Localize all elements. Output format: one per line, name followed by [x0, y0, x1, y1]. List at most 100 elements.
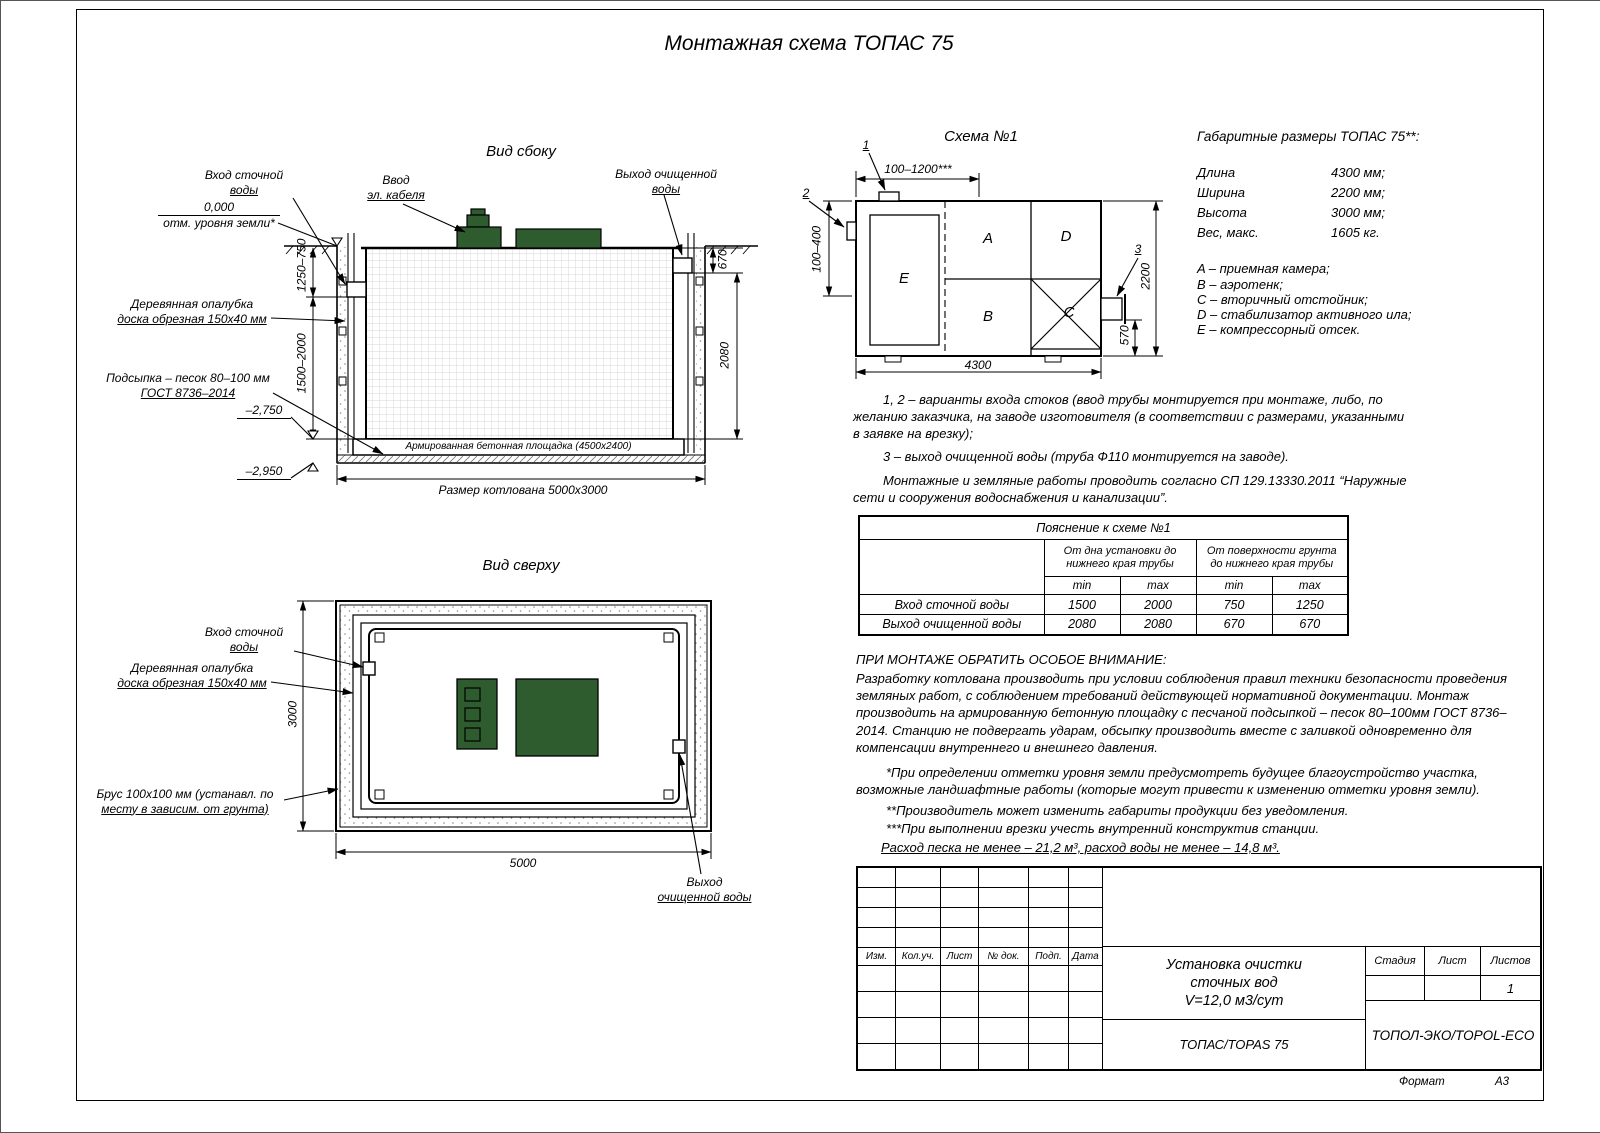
- stage-label: Стадия: [1366, 947, 1425, 975]
- top-view-leaders: [270, 650, 702, 875]
- callout-3: 3: [1134, 242, 1142, 256]
- format-value: А3: [1495, 1076, 1510, 1088]
- dim-100-400: 100–400: [809, 225, 824, 273]
- inlet-pipe: [346, 281, 367, 298]
- side-view-leaders: [270, 194, 683, 455]
- cell: 2080: [1043, 614, 1121, 635]
- cell: 1500: [1043, 594, 1121, 615]
- overall-row-weight: Вес, макс. 1605 кг.: [1197, 225, 1527, 241]
- width-value: 2200 мм;: [1331, 185, 1385, 200]
- attention-block: ПРИ МОНТАЖЕ ОБРАТИТЬ ОСОБОЕ ВНИМАНИЕ: Ра…: [856, 651, 1534, 839]
- cell: 670: [1271, 614, 1349, 635]
- inlet-marker-top: [362, 661, 376, 676]
- title-block: Изм. Кол.уч. Лист № док. Подп. Дата Уста…: [856, 866, 1542, 1071]
- weight-label: Вес, макс.: [1197, 225, 1259, 240]
- timber-label: Брус 100x100 мм (устанавл. по месту в за…: [87, 787, 283, 816]
- table-row: Выход очищенной воды 2080 2080 670 670: [858, 614, 1349, 635]
- title-block-revision-grid: Изм. Кол.уч. Лист № док. Подп. Дата: [858, 868, 1103, 1069]
- sand-backfill-right: [696, 247, 704, 453]
- cell: 2080: [1119, 614, 1197, 635]
- note-sp: Монтажные и земляные работы проводить со…: [853, 472, 1407, 505]
- dim-1500-2000: 1500–2000: [294, 333, 309, 394]
- col-header-izm: Изм.: [858, 948, 896, 966]
- top-inlet-label-line1: Вход сточной: [204, 625, 284, 639]
- side-view-dimensions: [306, 247, 743, 485]
- ground-zero-level-label: 0,000 отм. уровня земли*: [158, 200, 280, 230]
- table-row: Вход сточной воды 1500 2000 750 1250: [858, 594, 1349, 615]
- outlet-stub-3: [1100, 297, 1123, 321]
- row-label: Выход очищенной воды: [858, 614, 1045, 635]
- page-title: Монтажная схема ТОПАС 75: [664, 32, 954, 55]
- sheets-label: Листов: [1490, 955, 1531, 967]
- sand-bed-label: Подсыпка – песок 80–100 мм ГОСТ 8736–201…: [99, 371, 277, 400]
- sand-bed: [336, 454, 706, 464]
- dim-670: 670: [715, 249, 730, 270]
- doc-title: Установка очистки сточных вод V=12,0 м3/…: [1103, 947, 1365, 1020]
- length-label: Длина: [1197, 165, 1236, 180]
- top-view-dimensions: [297, 600, 712, 859]
- col-header-data: Дата: [1069, 948, 1102, 966]
- schema-linework: [808, 152, 1163, 379]
- inlet-stub-1: [878, 191, 900, 202]
- legend-e: E – компрессорный отсек.: [1197, 322, 1361, 337]
- dim-570: 570: [1117, 325, 1132, 346]
- cell: 2000: [1119, 594, 1197, 615]
- length-value: 4300 мм;: [1331, 165, 1385, 180]
- attention-p2: *При определении отметки уровня земли пр…: [856, 764, 1480, 798]
- outlet-pipe: [672, 257, 693, 274]
- timber-label-line1: Брус 100x100 мм (устанавл. по: [96, 787, 274, 801]
- top-formwork-label-line2: доска обрезная 150x40 мм: [117, 675, 267, 690]
- clarifier-diagonals: [1030, 278, 1102, 350]
- legend-c: C – вторичный отстойник;: [1197, 292, 1368, 307]
- top-formwork-label: Деревянная опалубка доска обрезная 150x4…: [111, 661, 273, 690]
- schema-explanation-table: Пояснение к схеме №1 От дна установки до…: [858, 515, 1349, 636]
- zero-level-value: 0,000: [158, 200, 280, 216]
- vent-cap: [470, 208, 486, 216]
- overall-row-length: Длина 4300 мм;: [1197, 165, 1527, 181]
- inlet-water-label-line2: воды: [229, 182, 259, 197]
- lid-small-top: [456, 678, 498, 750]
- compartment-e-label: E: [898, 270, 909, 287]
- zero-level-note: отм. уровня земли*: [163, 215, 275, 230]
- title-block-main: Установка очистки сточных вод V=12,0 м3/…: [1103, 868, 1540, 1069]
- vent-stem: [466, 214, 490, 228]
- top-formwork-label-line1: Деревянная опалубка: [130, 661, 254, 675]
- outlet-water-label-line1: Выход очищенной: [615, 167, 717, 181]
- weight-value: 1605 кг.: [1331, 225, 1380, 240]
- note-3: 3 – выход очищенной воды (труба Ф110 мон…: [883, 449, 1289, 465]
- lid-small: [456, 226, 502, 249]
- consumption-note: Расход песка не менее – 21,2 м³, расход …: [881, 840, 1280, 855]
- cell: 670: [1195, 614, 1273, 635]
- inlet-water-label-line1: Вход сточной: [204, 168, 284, 182]
- formwork-boards: [347, 233, 695, 453]
- title-block-doc-number-cell: [1103, 868, 1540, 947]
- cable-entry-label-line1: Ввод: [382, 173, 410, 187]
- col-header-ndok: № док.: [979, 948, 1029, 966]
- lid-large: [515, 228, 602, 249]
- note-1-2: 1, 2 – варианты входа стоков (ввод трубы…: [853, 392, 1405, 442]
- formwork-inner: [360, 622, 688, 810]
- schema-title: Схема №1: [944, 128, 1018, 145]
- table-group1-header: От дна установки до нижнего края трубы: [1043, 539, 1197, 577]
- side-view-title: Вид сбоку: [486, 143, 556, 160]
- stage-value: [1366, 976, 1425, 1000]
- top-view-linework: [270, 600, 712, 875]
- sheet-label: Лист: [1425, 947, 1481, 975]
- dim-2080: 2080: [717, 341, 732, 369]
- notes-block: 1, 2 – варианты входа стоков (ввод трубы…: [853, 391, 1413, 512]
- height-label: Высота: [1197, 205, 1247, 220]
- sheet-value: [1425, 976, 1481, 1000]
- attention-title: ПРИ МОНТАЖЕ ОБРАТИТЬ ОСОБОЕ ВНИМАНИЕ:: [856, 652, 1167, 667]
- dim-1250-750: 1250–750: [294, 238, 309, 293]
- cell: 750: [1195, 594, 1273, 615]
- dim-5000: 5000: [509, 856, 537, 870]
- row-label: Вход сточной воды: [858, 594, 1045, 615]
- attention-p1: Разработку котлована производить при усл…: [856, 671, 1507, 755]
- lid-large-top: [515, 678, 599, 757]
- doc-title-line2: сточных вод: [1190, 974, 1278, 991]
- compartment-d-label: D: [1060, 228, 1072, 245]
- dim-4300: 4300: [964, 358, 992, 372]
- sand-bed-label-line2: ГОСТ 8736–2014: [140, 385, 236, 400]
